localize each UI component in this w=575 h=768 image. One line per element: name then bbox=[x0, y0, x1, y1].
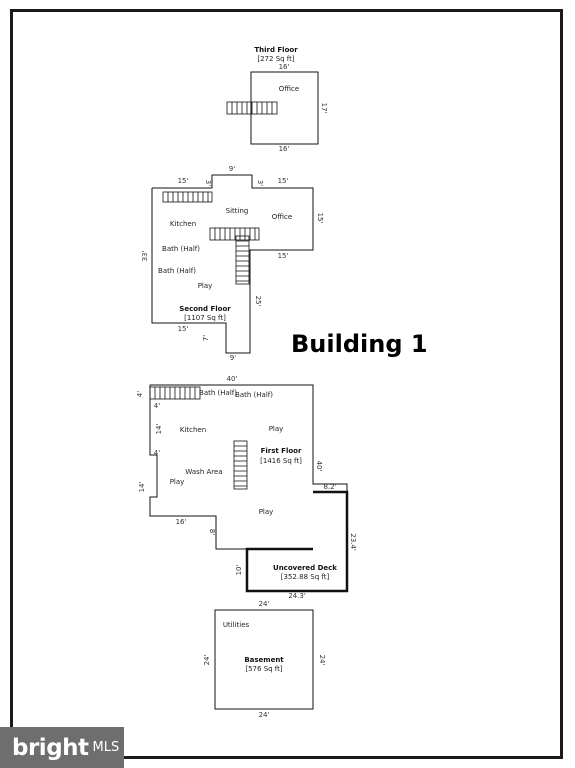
third-floor-dim-right: 17' bbox=[320, 103, 328, 114]
basement-room-utilities: Utilities bbox=[223, 621, 250, 629]
first-floor-outline bbox=[149, 384, 348, 592]
deck-dim-bottom: 24.3' bbox=[288, 592, 306, 600]
first-floor-room-play-3: Play bbox=[259, 508, 274, 516]
second-floor-dim-0: 9' bbox=[229, 165, 235, 173]
second-floor-dim-1: 15' bbox=[178, 177, 189, 185]
basement-dim-top: 24' bbox=[259, 600, 270, 608]
third-floor-outline bbox=[250, 71, 319, 145]
first-floor-room-play-1: Play bbox=[269, 425, 284, 433]
deck-dim-right: 23.4' bbox=[349, 533, 357, 551]
deck-title: Uncovered Deck bbox=[273, 564, 337, 572]
second-floor-dim-6: 15' bbox=[278, 252, 289, 260]
watermark-badge: bright MLS bbox=[0, 727, 124, 768]
second-floor-dim-5: 15' bbox=[316, 213, 324, 224]
page-frame bbox=[10, 9, 563, 759]
stairs-second-a bbox=[162, 191, 213, 203]
stairs-second-c bbox=[235, 235, 250, 285]
second-floor-room-sitting: Sitting bbox=[226, 207, 249, 215]
deck-outline bbox=[245, 490, 349, 593]
third-floor-dim-top: 16' bbox=[279, 63, 290, 71]
third-floor-room-office: Office bbox=[279, 85, 299, 93]
first-floor-room-bath-1: Bath (Half) bbox=[199, 389, 237, 397]
first-floor-dim-3: 14' bbox=[155, 424, 163, 435]
first-floor-dim-5: 14' bbox=[138, 482, 146, 493]
second-floor-dim-2: 3' bbox=[204, 180, 212, 186]
second-floor-dim-7: 33' bbox=[141, 251, 149, 262]
first-floor-dim-0: 40' bbox=[227, 375, 238, 383]
second-floor-dim-11: 9' bbox=[230, 354, 236, 362]
second-floor-dim-10: 7' bbox=[202, 335, 210, 341]
first-floor-dim-2: 4' bbox=[154, 402, 160, 410]
second-floor-dim-3: 3' bbox=[256, 180, 264, 186]
basement-outline bbox=[214, 609, 314, 710]
watermark-suffix: MLS bbox=[92, 740, 120, 755]
basement-dim-left: 24' bbox=[203, 655, 211, 666]
stairs-first-b bbox=[233, 440, 248, 490]
deck-area: [352.88 Sq ft] bbox=[281, 573, 330, 581]
third-floor-dim-bottom: 16' bbox=[279, 145, 290, 153]
first-floor-room-kitchen: Kitchen bbox=[180, 426, 206, 434]
basement-dim-right: 24' bbox=[318, 655, 326, 666]
first-floor-dim-7: 8' bbox=[208, 529, 216, 535]
first-floor-dim-9: 8.2' bbox=[323, 483, 336, 491]
deck-dim-left: 10' bbox=[235, 565, 243, 576]
first-floor-room-play-2: Play bbox=[170, 478, 185, 486]
second-floor-room-bath-2: Bath (Half) bbox=[158, 267, 196, 275]
second-floor-dim-9: 15' bbox=[178, 325, 189, 333]
first-floor-dim-8: 40' bbox=[315, 461, 323, 472]
stairs-first-a bbox=[149, 386, 201, 400]
stairs-third bbox=[226, 101, 278, 115]
second-floor-room-bath-1: Bath (Half) bbox=[162, 245, 200, 253]
first-floor-title: First Floor bbox=[261, 447, 302, 455]
building-title: Building 1 bbox=[291, 330, 428, 358]
third-floor-title: Third Floor bbox=[254, 46, 298, 54]
first-floor-area: [1416 Sq ft] bbox=[260, 457, 302, 465]
second-floor-room-kitchen: Kitchen bbox=[170, 220, 196, 228]
first-floor-dim-6: 16' bbox=[176, 518, 187, 526]
first-floor-dim-1: 4' bbox=[136, 391, 144, 397]
second-floor-room-office: Office bbox=[272, 213, 292, 221]
second-floor-area: [1107 Sq ft] bbox=[184, 314, 226, 322]
basement-dim-bottom: 24' bbox=[259, 711, 270, 719]
basement-title: Basement bbox=[244, 656, 284, 664]
second-floor-room-play: Play bbox=[198, 282, 213, 290]
second-floor-dim-8: 25' bbox=[254, 296, 262, 307]
stairs-second-b bbox=[209, 227, 260, 241]
first-floor-dim-4: 4' bbox=[154, 449, 160, 457]
basement-area: [576 Sq ft] bbox=[245, 665, 283, 673]
watermark-brand: bright bbox=[12, 734, 89, 761]
first-floor-room-wash-area: Wash Area bbox=[185, 468, 222, 476]
first-floor-room-bath-2: Bath (Half) bbox=[235, 391, 273, 399]
second-floor-title: Second Floor bbox=[179, 305, 231, 313]
second-floor-outline bbox=[151, 174, 314, 354]
second-floor-dim-4: 15' bbox=[278, 177, 289, 185]
third-floor-area: [272 Sq ft] bbox=[257, 55, 295, 63]
